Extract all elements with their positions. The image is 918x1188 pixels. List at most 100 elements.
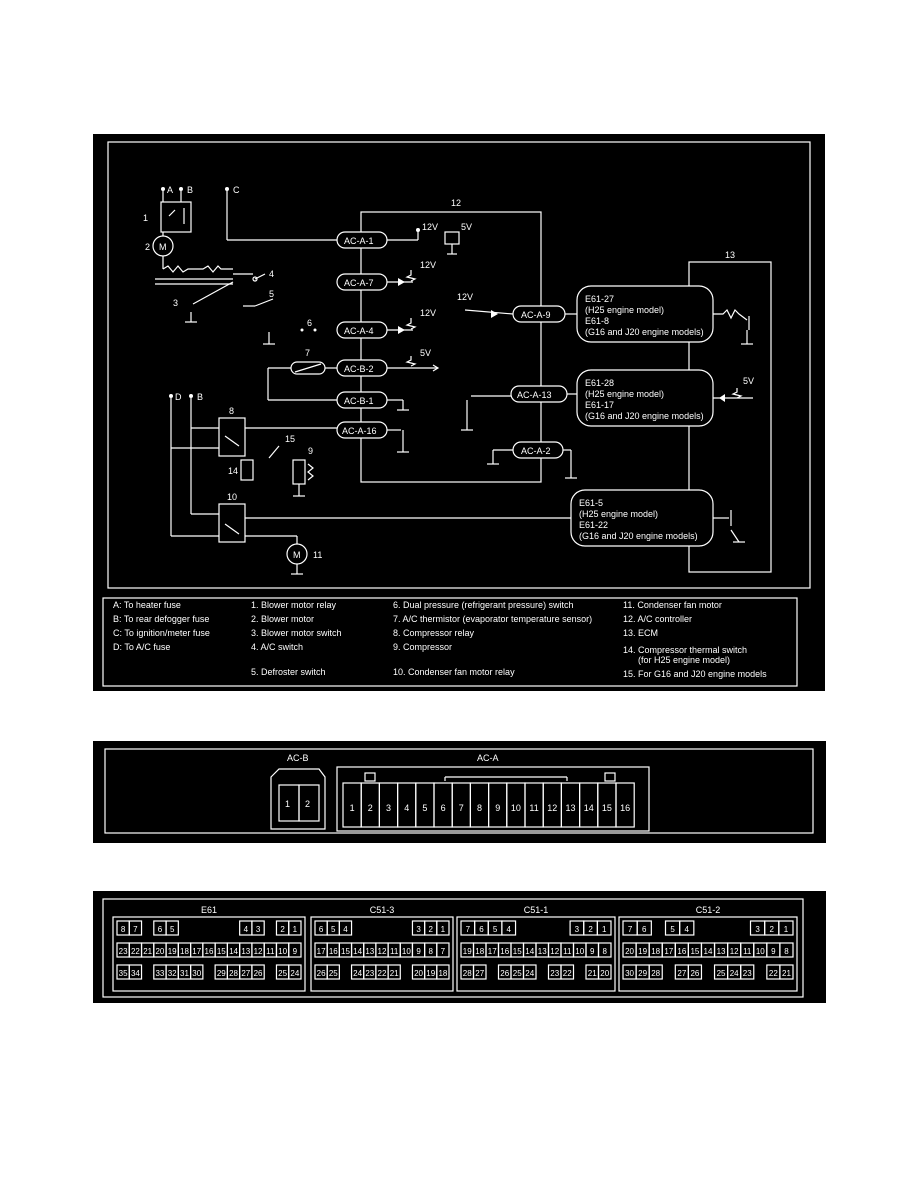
ecm-pin-number: 9	[416, 947, 421, 956]
ecm-pin-number: 24	[290, 969, 299, 978]
component-number: 15	[285, 434, 295, 444]
ecm-pin-cell	[288, 942, 302, 958]
ecm-pin-number: 29	[217, 969, 226, 978]
component-number: 13	[725, 250, 735, 260]
ecm-pin-number: 14	[353, 947, 362, 956]
ecm-pin-cell	[472, 964, 487, 980]
ecm-pin-number: 2	[280, 925, 285, 934]
acb-connector-label: AC-B	[287, 753, 309, 763]
ecm-pin-cell	[648, 964, 663, 980]
ecm-pin-number: 30	[192, 969, 201, 978]
wiring-diagram-panel: A B C 1 M 2 3 4 5 6 12 AC-A-1	[93, 134, 825, 691]
ecm-pin-number: 20	[155, 947, 164, 956]
ecm-pin-number: 25	[329, 969, 338, 978]
ecm-pin-number: 21	[390, 969, 399, 978]
ecm-connector-label: E61	[201, 905, 217, 915]
aca-pin-number: 11	[529, 803, 538, 813]
ac-controller-frame	[360, 211, 542, 483]
ecm-pin-number: 4	[244, 925, 249, 934]
ecm-pin-cell	[778, 920, 794, 936]
svg-text:AC-A-4: AC-A-4	[344, 326, 374, 336]
acb-pin: 2	[305, 799, 310, 809]
ecm-pin-number: 23	[550, 969, 559, 978]
ecm-pin-number: 23	[119, 947, 128, 956]
ecm-pin-number: 21	[782, 969, 791, 978]
ecm-connector-block	[310, 916, 454, 992]
voltage-5v: 5V	[420, 348, 431, 358]
ecm-pin-number: 14	[229, 947, 238, 956]
acb-connector	[270, 768, 326, 830]
connector-frame	[104, 748, 814, 834]
aca-pin-number: 12	[547, 803, 557, 813]
ecm-block-3: E61-5 (H25 engine model) E61-22 (G16 and…	[570, 489, 714, 547]
ecm-pin-cell	[560, 964, 575, 980]
ecm-pin-number: 8	[784, 947, 789, 956]
ecm-pin-number: 27	[475, 969, 484, 978]
ecm-pin-number: 22	[378, 969, 387, 978]
terminal-ac-a-7: AC-A-7	[336, 273, 388, 291]
terminal-ac-a-4: AC-A-4	[336, 321, 388, 339]
ecm-pin-number: 26	[254, 969, 263, 978]
ecm-pin-number: 20	[625, 947, 634, 956]
aca-pin-number: 10	[511, 803, 521, 813]
ecm-pin-number: 29	[638, 969, 647, 978]
component-number: 5	[269, 289, 274, 299]
ecm-pin-number: 1	[441, 925, 446, 934]
ecm-pin-number: 19	[463, 947, 472, 956]
ecm-pin-number: 14	[704, 947, 713, 956]
ecm-connector-label: C51-2	[696, 905, 721, 915]
svg-text:4. A/C switch: 4. A/C switch	[251, 642, 303, 652]
ecm-pin-number: 5	[170, 925, 175, 934]
aca-pin-number: 1	[350, 803, 355, 813]
component-number: 3	[173, 298, 178, 308]
ecm-pin-number: 8	[429, 947, 434, 956]
ecm-pin-number: 20	[600, 969, 609, 978]
aca-pin-number: 7	[459, 803, 464, 813]
ecm-pin-number: 7	[466, 925, 471, 934]
aca-pin-number: 2	[368, 803, 373, 813]
ecm-connector-label: C51-1	[524, 905, 549, 915]
svg-text:AC-A-16: AC-A-16	[342, 426, 377, 436]
ecm-pin-number: 11	[743, 947, 752, 956]
connector-frame	[102, 898, 804, 998]
aca-pin-number: 13	[565, 803, 575, 813]
ecm-pin-number: 8	[603, 947, 608, 956]
ecm-pin-number: 21	[588, 969, 597, 978]
ecm-pin-number: 2	[588, 925, 593, 934]
ecm-pin-number: 21	[143, 947, 152, 956]
ecm-pin-cell	[687, 964, 703, 980]
ecm-pin-number: 8	[121, 925, 126, 934]
ecm-block-1: E61-27 (H25 engine model) E61-8 (G16 and…	[576, 285, 714, 343]
svg-text:8. Compressor relay: 8. Compressor relay	[393, 628, 475, 638]
ecm-connector-block	[618, 916, 798, 992]
ecm-pin-number: 19	[426, 969, 435, 978]
aca-pin-number: 14	[584, 803, 594, 813]
svg-text:E61-22: E61-22	[579, 520, 608, 530]
ecm-connector-label: C51-3	[370, 905, 395, 915]
ecm-pin-number: 26	[500, 969, 509, 978]
svg-text:E61-8: E61-8	[585, 316, 609, 326]
ecm-pin-number: 10	[756, 947, 765, 956]
svg-text:E61-5: E61-5	[579, 498, 603, 508]
ecm-pin-number: 3	[575, 925, 580, 934]
aca-connector	[336, 766, 650, 832]
voltage-5v: 5V	[461, 222, 472, 232]
ecm-pin-cell	[436, 964, 450, 980]
ecm-pin-number: 16	[329, 947, 338, 956]
ecm-pin-number: 6	[642, 925, 647, 934]
ecm-pin-cell	[251, 964, 265, 980]
compressor	[292, 459, 306, 485]
ecm-pin-number: 20	[414, 969, 423, 978]
svg-text:AC-A-13: AC-A-13	[517, 390, 552, 400]
ecm-pin-number: 28	[463, 969, 472, 978]
terminal-ac-b-1: AC-B-1	[336, 391, 388, 409]
ecm-pin-number: 25	[513, 969, 522, 978]
acb-pin: 1	[285, 799, 290, 809]
ecm-pin-number: 18	[475, 947, 484, 956]
ecm-pin-number: 4	[343, 925, 348, 934]
ecm-pin-number: 4	[685, 925, 690, 934]
ecm-pin-number: 17	[317, 947, 326, 956]
ecm-pin-number: 34	[131, 969, 140, 978]
